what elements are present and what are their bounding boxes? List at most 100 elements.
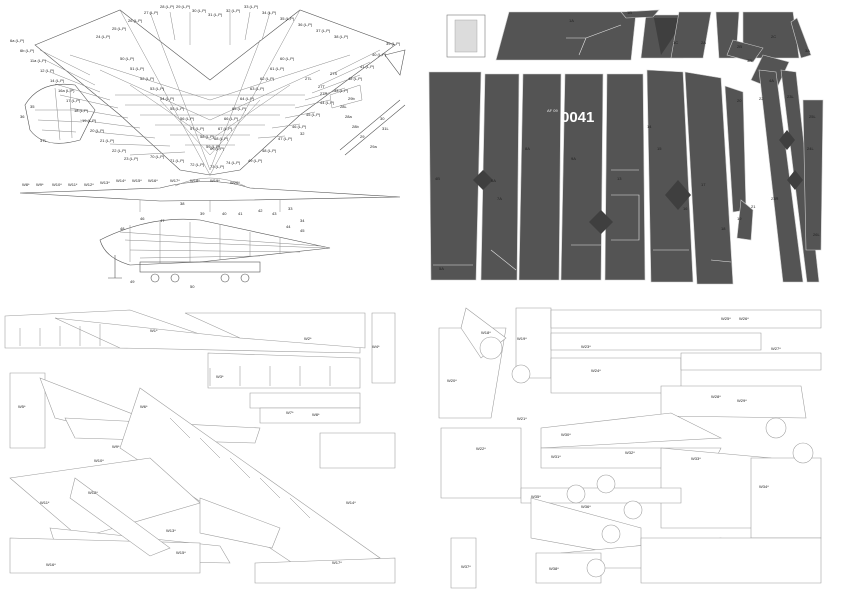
part-label: 22 (L,P)	[112, 148, 127, 153]
part-label: W2*	[304, 336, 312, 341]
part-label: W22*	[476, 446, 486, 451]
part-label: 2C	[771, 34, 776, 39]
part-label: 37L	[40, 138, 47, 143]
part-label: W31*	[551, 454, 561, 459]
cockpit-detail-drawing	[24, 83, 96, 144]
skin-panel-wing-2	[480, 73, 520, 281]
assembly-part-labels: 27L27R27S27T28L28a28b2929a29b3031L323334…	[20, 71, 389, 289]
part-label: 69 (L,P)	[210, 146, 225, 151]
skin-panel-wing-5	[604, 73, 646, 281]
parts-sheet-1-labels: W1*W2*W3*W4*W5*W6*W7*W8*W9*W10*W11*W12*W…	[18, 328, 380, 567]
part-label: W8*	[22, 182, 30, 187]
part-label: W35*	[531, 494, 541, 499]
skin-panel-wing-7	[684, 71, 734, 285]
part-label: 36	[20, 114, 25, 119]
part-label: 28L	[340, 104, 347, 109]
part-label: W9*	[112, 444, 120, 449]
part-label: W10*	[94, 458, 104, 463]
side-view-drawing	[19, 177, 401, 212]
part-label: W7*	[286, 410, 294, 415]
part-label: 63 (L,P)	[250, 86, 265, 91]
part-label: W20*	[447, 378, 457, 383]
part-label: 50 (L,P)	[120, 56, 135, 61]
part-label: 3B	[747, 58, 752, 63]
bottom-view-drawing	[99, 218, 331, 283]
part-label: 20	[737, 98, 742, 103]
part-label: 71 (L,P)	[170, 158, 185, 163]
part-label: 66 (L,P)	[224, 116, 239, 121]
skin-panel-wing-9	[758, 69, 804, 283]
part-label: 42 (L,P)	[348, 76, 363, 81]
skin-panel-wing-8	[724, 85, 747, 213]
part-label: W17*	[170, 178, 180, 183]
part-label: 21 (L,P)	[100, 138, 115, 143]
part-label: W29*	[737, 398, 747, 403]
part-label: 31L	[382, 126, 389, 131]
skin-panel-top-4	[670, 11, 712, 59]
cutout-parts-sheet-2: W18*W19*W20*W21*W22*W23*W24*W25*W26*W27*…	[421, 298, 841, 595]
part-label: W6*	[140, 404, 148, 409]
part-label: W15*	[132, 178, 142, 183]
cutout-parts-2: W18*W19*W20*W21*W22*W23*W24*W25*W26*W27*…	[438, 307, 822, 589]
part-label: 44 (L,P)	[320, 100, 335, 105]
part-label: 58 (L,P)	[200, 134, 215, 139]
part-label: 35	[30, 104, 35, 109]
part-label: 44	[286, 224, 291, 229]
part-label: 27S	[330, 71, 337, 76]
part-label: 17 (L,P)	[66, 98, 81, 103]
part-label: 12 (L,P)	[40, 68, 55, 73]
part-label: 29	[360, 134, 365, 139]
part-label: W16*	[148, 178, 158, 183]
part-label: 41	[238, 211, 243, 216]
skin-panel-wing-6	[646, 69, 694, 283]
part-label: W34*	[759, 484, 769, 489]
skin-panel-wing-12	[736, 199, 754, 241]
part-label: W8*	[312, 412, 320, 417]
part-label: W10*	[52, 182, 62, 187]
part-label: 46 (L,P)	[292, 124, 307, 129]
part-label: 33 (L,P)	[244, 4, 259, 9]
part-label: 54 (L,P)	[160, 96, 175, 101]
part-label: 5A	[439, 266, 444, 271]
part-label: 6b (L,P)	[20, 48, 35, 53]
part-label: 4A	[769, 78, 774, 83]
strut-detail-drawing	[329, 49, 406, 156]
top-view-drawing	[34, 9, 396, 176]
part-label: 20 (L,P)	[90, 128, 105, 133]
part-label: 11a (L,P)	[30, 58, 47, 63]
part-label: 45	[300, 228, 305, 233]
part-label: W37*	[461, 564, 471, 569]
part-label: 19	[737, 216, 742, 221]
part-label: W13*	[100, 180, 110, 185]
part-label: W21*	[517, 416, 527, 421]
part-label: 27R	[320, 91, 327, 96]
part-label: 14 (L,P)	[50, 78, 65, 83]
part-label: 30 (L,P)	[192, 8, 207, 13]
part-label: 17	[701, 182, 706, 187]
part-label: W9*	[36, 182, 44, 187]
part-label: 26L	[813, 232, 820, 237]
part-label: 9A	[571, 156, 576, 161]
part-label: 56 (L,P)	[180, 116, 195, 121]
part-label: 64 (L,P)	[240, 96, 255, 101]
assembly-callouts: 6a (L,P)6b (L,P)11a (L,P)12 (L,P)14 (L,P…	[10, 4, 401, 169]
part-label: 55 (L,P)	[170, 106, 185, 111]
skin-panel-wing-11	[802, 99, 824, 251]
part-label: 48 (L,P)	[262, 148, 277, 153]
assembly-diagram: 6a (L,P)6b (L,P)11a (L,P)12 (L,P)14 (L,P…	[10, 4, 406, 289]
skin-panel-top-1	[495, 11, 637, 61]
part-label: 34	[300, 218, 305, 223]
part-label: 74 (L,P)	[226, 160, 241, 165]
part-label: W36*	[581, 504, 591, 509]
part-label: 70 (L,P)	[150, 154, 165, 159]
part-label: 49	[130, 279, 135, 284]
part-label: W12*	[84, 182, 94, 187]
part-label: 48	[120, 226, 125, 231]
part-label: 6A	[491, 178, 496, 183]
part-label: W11*	[68, 182, 78, 187]
part-label: 39	[200, 211, 205, 216]
part-label: 49 (L,P)	[248, 158, 263, 163]
part-label: 59 (L,P)	[206, 144, 221, 149]
